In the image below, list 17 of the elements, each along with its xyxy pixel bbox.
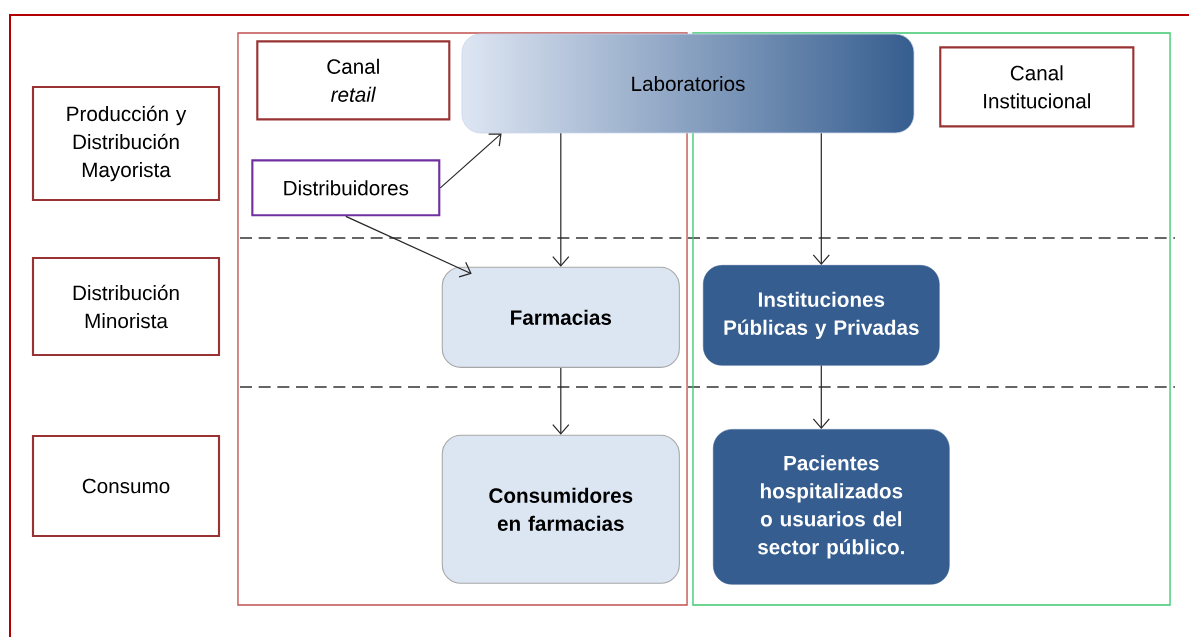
process-box: Consumidores en farmacias — [441, 434, 680, 584]
process-box: Instituciones Públicas y Privadas — [703, 265, 940, 366]
arrow — [812, 132, 830, 266]
channel-label-box: Canal retail — [256, 40, 451, 121]
process-box: Laboratorios — [461, 33, 915, 134]
channel-label-box: Canal Institucional — [939, 46, 1135, 128]
arrow — [552, 132, 570, 267]
row-label-box: Consumo — [31, 434, 221, 538]
row-label-box: Distribución Minorista — [31, 256, 221, 357]
process-box: Farmacias — [441, 266, 680, 368]
arrow — [812, 365, 830, 430]
arrow — [345, 215, 472, 278]
process-box: Distribuidores — [251, 159, 441, 217]
arrow — [439, 133, 502, 189]
arrow — [552, 367, 570, 435]
process-box: Pacientes hospitalizados o usuarios del sector público. — [713, 429, 950, 585]
row-label-box: Producción y Distribución Mayorista — [31, 85, 221, 202]
